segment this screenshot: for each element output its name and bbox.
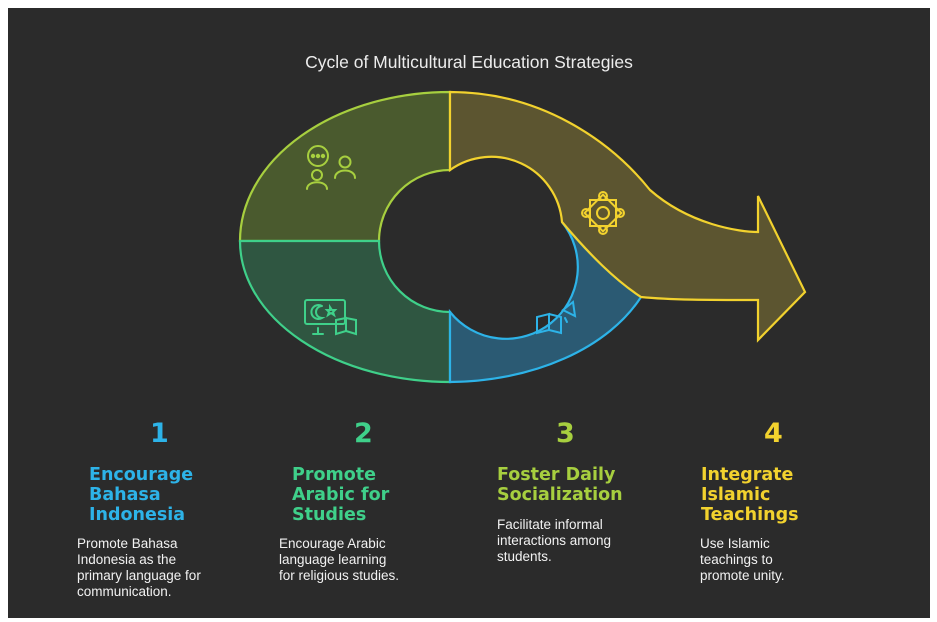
- step-2-description: Encourage Arabic language learning for r…: [279, 536, 400, 583]
- step-3-heading: Foster Daily Socialization: [497, 465, 623, 505]
- step-3-number: 3: [556, 418, 575, 449]
- step-1-description: Promote Bahasa Indonesia as the primary …: [77, 536, 201, 599]
- islamic-star-pattern-icon: [581, 191, 625, 235]
- people-chat-icon: [306, 145, 356, 190]
- step-3-description: Facilitate informal interactions among s…: [497, 517, 612, 564]
- mosque-book-icon: [304, 299, 357, 336]
- step-4-heading: Integrate Islamic Teachings: [701, 465, 799, 525]
- step-4-number: 4: [764, 418, 783, 449]
- step-2-number: 2: [354, 418, 373, 449]
- step-1-heading: Encourage Bahasa Indonesia: [89, 465, 194, 525]
- step-4-description: Use Islamic teachings to promote unity.: [700, 536, 785, 583]
- step-2-heading: Promote Arabic for Studies: [292, 465, 390, 525]
- diagram-title: Cycle of Multicultural Education Strateg…: [305, 52, 633, 72]
- step-1-number: 1: [150, 418, 169, 449]
- book-megaphone-icon: [536, 300, 577, 335]
- segment-arrow: [448, 90, 807, 343]
